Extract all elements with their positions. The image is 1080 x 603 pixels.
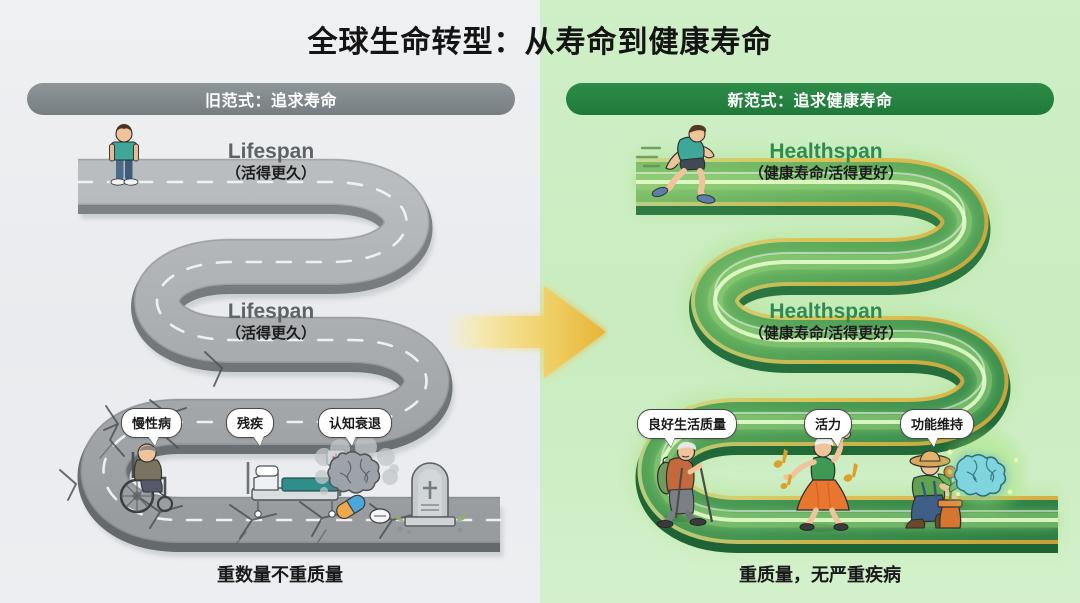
badge-disability: 残疾: [226, 408, 275, 438]
hiking-senior-icon: [656, 441, 714, 528]
transition-arrow: [448, 276, 608, 388]
left-panel-caption: 重数量不重质量: [217, 565, 343, 585]
gravestone-icon: [394, 462, 467, 534]
speed-lines-icon: [635, 146, 662, 168]
left-panel-header: 旧范式：追求寿命: [27, 83, 515, 115]
badge-quality-of-life: 良好生活质量: [637, 409, 738, 439]
pills-icon: [336, 494, 391, 524]
wheelchair-person-icon: [119, 443, 174, 514]
standing-person-icon: [109, 124, 139, 186]
music-note-icon: [773, 449, 858, 489]
right-panel-caption: 重质量，无严重疾病: [739, 565, 901, 585]
glowing-brain-icon: [936, 424, 1032, 520]
page-title: 全球生命转型：从寿命到健康寿命: [307, 26, 773, 59]
right-panel-header: 新范式：追求健康寿命: [566, 83, 1054, 115]
running-person-icon: [635, 124, 716, 204]
badge-cognitive-decline: 认知衰退: [318, 408, 393, 438]
dancing-woman-icon: [773, 429, 858, 532]
badge-vitality: 活力: [804, 409, 853, 439]
badge-function-maintain: 功能维持: [900, 409, 975, 439]
badge-chronic-disease: 慢性病: [121, 408, 183, 438]
